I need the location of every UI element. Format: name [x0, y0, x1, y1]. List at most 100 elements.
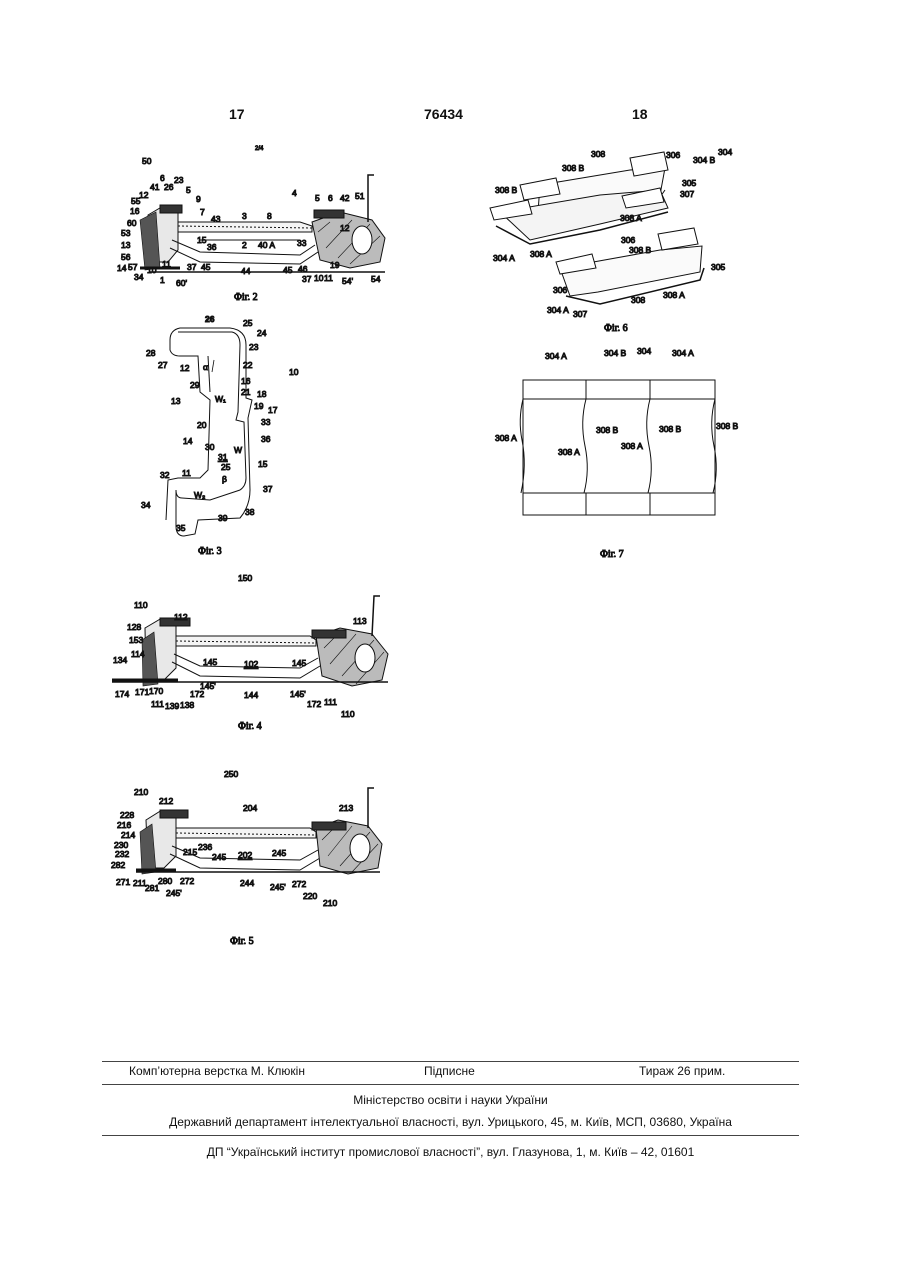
- reference-label: 18: [257, 389, 267, 399]
- figure-5: 250 210 212 204 213 228 216 214 236 230 …: [111, 769, 382, 947]
- reference-label: 30: [205, 442, 215, 452]
- reference-label: 40 A: [258, 240, 275, 250]
- reference-label: W₂: [194, 490, 205, 500]
- reference-label: 145: [203, 657, 217, 667]
- reference-label: 308 B: [562, 163, 585, 173]
- reference-label: 145: [292, 658, 306, 668]
- reference-label: 54': [342, 276, 353, 286]
- reference-label: 232: [115, 849, 129, 859]
- reference-label: 145': [290, 689, 306, 699]
- footer-rule-middle: [102, 1084, 799, 1085]
- reference-label: 145': [200, 681, 216, 691]
- reference-label: 12: [340, 223, 350, 233]
- figure-7: 304 A 304 B 304 304 A 308 A 308 B 308 B …: [495, 346, 739, 560]
- figure-3-caption: Фіг. 3: [198, 546, 222, 557]
- reference-label: 55: [131, 196, 141, 206]
- sheet-number: 2/4: [255, 146, 264, 152]
- reference-label: 45: [283, 265, 293, 275]
- reference-label: 57: [128, 262, 138, 272]
- reference-label: 306: [621, 235, 635, 245]
- reference-label: 1: [160, 275, 165, 285]
- reference-label: 13: [171, 396, 181, 406]
- reference-label: 39: [218, 513, 228, 523]
- reference-label: 44: [241, 266, 251, 276]
- reference-label: 308 A: [620, 213, 642, 223]
- reference-label: 282: [111, 860, 125, 870]
- reference-label: 134: [113, 655, 127, 665]
- reference-label: 31: [218, 452, 228, 462]
- reference-label: 305: [711, 262, 725, 272]
- reference-label: 308: [591, 149, 605, 159]
- reference-label: 170: [149, 686, 163, 696]
- reference-label: 10: [147, 265, 157, 275]
- reference-label: 153: [129, 635, 143, 645]
- reference-label: 9: [196, 194, 201, 204]
- reference-label: 308 A: [495, 433, 517, 443]
- reference-label: 36: [207, 242, 217, 252]
- reference-label: 308 A: [621, 441, 643, 451]
- reference-label: 304 A: [547, 305, 569, 315]
- reference-label: 23: [249, 342, 259, 352]
- reference-label: 112: [174, 612, 188, 622]
- reference-label: W₁: [215, 394, 226, 404]
- reference-label: 304 B: [604, 348, 627, 358]
- reference-label: 304 A: [545, 351, 567, 361]
- reference-label: 45: [201, 262, 211, 272]
- signed-label: Підписне: [424, 1064, 475, 1078]
- reference-label: 236: [198, 842, 212, 852]
- reference-label: W: [234, 445, 242, 455]
- reference-label: 15: [197, 235, 207, 245]
- reference-label: 308: [631, 295, 645, 305]
- reference-label: 46: [298, 264, 308, 274]
- reference-label: 26: [164, 182, 174, 192]
- reference-label: 35: [176, 523, 186, 533]
- reference-label: 306: [553, 285, 567, 295]
- figure-7-caption: Фіг. 7: [600, 549, 624, 560]
- reference-label: 245: [272, 848, 286, 858]
- reference-label: 2: [242, 240, 247, 250]
- reference-label: 110: [134, 600, 148, 610]
- reference-label: 304 A: [493, 253, 515, 263]
- reference-label: 308 B: [495, 185, 518, 195]
- figure-4: 150 110 112 113 128 153 134 114 145 102 …: [112, 573, 388, 732]
- reference-label: 7: [200, 207, 205, 217]
- reference-label: 271: [116, 877, 130, 887]
- reference-label: 56: [121, 252, 131, 262]
- reference-label: 308 B: [596, 425, 619, 435]
- reference-label: 304 A: [672, 348, 694, 358]
- reference-label: β: [222, 474, 227, 484]
- reference-label: 8: [267, 211, 272, 221]
- reference-label: 28: [146, 348, 156, 358]
- reference-label: 110: [341, 709, 355, 719]
- figure-3: 26 25 24 23 28 27 12 α 22 10 29 16 18 W₁…: [141, 314, 299, 557]
- reference-label: 215: [183, 847, 197, 857]
- reference-label: 41: [150, 182, 160, 192]
- reference-label: 22: [243, 360, 253, 370]
- reference-label: 111: [324, 697, 337, 707]
- reference-label: 214: [121, 830, 135, 840]
- figure-2-caption: Фіг. 2: [234, 292, 258, 303]
- reference-label: 16: [241, 376, 251, 386]
- typesetting-credit: Комп’ютерна верстка М. Клюкін: [129, 1064, 305, 1078]
- reference-label: 307: [573, 309, 587, 319]
- reference-label: 25: [243, 318, 253, 328]
- reference-label: 245': [166, 888, 182, 898]
- footer-rule-top: [102, 1061, 799, 1062]
- reference-label: 34: [141, 500, 151, 510]
- reference-label: 113: [353, 616, 367, 626]
- reference-label: 19: [254, 401, 264, 411]
- reference-label: 308 A: [530, 249, 552, 259]
- reference-label: 202: [238, 850, 252, 860]
- reference-label: 308 A: [663, 290, 685, 300]
- reference-label: 245': [270, 882, 286, 892]
- reference-label: 308 B: [659, 424, 682, 434]
- reference-label: 307: [680, 189, 694, 199]
- institute-line: ДП “Український інститут промислової вла…: [102, 1145, 799, 1159]
- reference-label: 51: [355, 191, 365, 201]
- reference-label: 20: [197, 420, 207, 430]
- reference-label: 29: [190, 380, 200, 390]
- reference-label: 304 B: [693, 155, 716, 165]
- reference-label: 13: [121, 240, 131, 250]
- reference-label: 5: [315, 193, 320, 203]
- reference-label: 34: [134, 272, 144, 282]
